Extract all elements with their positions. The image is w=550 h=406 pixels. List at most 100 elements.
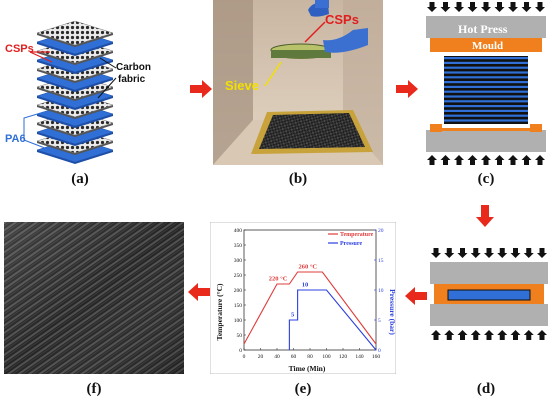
csps-label-a: CSPs: [5, 43, 34, 55]
sieving-photo: [213, 0, 383, 165]
press-up-arrow: [454, 155, 464, 165]
press-down-arrow: [444, 248, 455, 258]
press-up-arrow: [470, 330, 481, 340]
carbon-fabric-label-1: Carbon: [116, 62, 151, 73]
panel-e-chart: Temperature (°C) Pressure (bar) Time (Mi…: [209, 221, 397, 375]
press-down-arrow: [484, 248, 494, 258]
pa6-label: PA6: [5, 133, 26, 145]
compressed-laminate: [447, 289, 531, 301]
arrow-right-icon: [190, 80, 212, 98]
stack-blue-stripe: [444, 100, 528, 103]
x-tick-label: 120: [339, 354, 348, 360]
x-tick-label: 20: [258, 354, 264, 360]
panel-a: CSPs Carbon fabric PA6: [0, 0, 151, 170]
press-down-arrow: [431, 248, 441, 258]
stack-blue-stripe: [444, 114, 528, 117]
temperature-pressure-chart: Temperature (°C) Pressure (bar) Time (Mi…: [209, 221, 397, 375]
y2-tick-label: 15: [378, 258, 384, 264]
panel-label-b: (b): [288, 171, 308, 187]
y-tick-label: 100: [234, 318, 243, 324]
panel-label-e: (e): [294, 381, 312, 397]
mould-top: [430, 38, 542, 52]
press-down-arrow: [537, 248, 547, 258]
x-tick-label: 0: [243, 354, 246, 360]
press-down-arrow: [467, 2, 478, 12]
layer-stack-diagram: [23, 20, 117, 164]
arrow-left-icon: [405, 287, 427, 305]
press-down-arrow: [508, 2, 518, 12]
legend-entry: Temperature: [340, 232, 374, 238]
x-tick-label: 60: [291, 354, 297, 360]
csps-label-b: CSPs: [325, 12, 359, 27]
press-down-arrow: [427, 2, 437, 12]
stack-blue-stripe: [444, 109, 528, 112]
carbon-pointer: [97, 77, 117, 99]
press-up-arrow: [508, 155, 518, 165]
stack-blue-stripe: [444, 57, 528, 60]
press-up-arrow: [427, 155, 437, 165]
hot-press-top-plate: [426, 16, 546, 38]
photo-pointer-lines: [264, 21, 326, 87]
press-up-arrow: [440, 155, 451, 165]
csps-pointer: [29, 51, 53, 63]
chart-y2-axis-label: Pressure (bar): [388, 289, 396, 335]
stack-blue-stripe: [444, 61, 528, 64]
y2-tick-label: 10: [378, 288, 384, 294]
press-up-arrow: [494, 155, 505, 165]
hot-press-diagram: [426, 2, 546, 165]
y2-tick-label: 0: [378, 348, 381, 354]
closed-press-diagram: [430, 248, 548, 340]
arrow-left-icon: [188, 283, 210, 301]
panel-label-c: (c): [477, 171, 495, 187]
y-tick-label: 0: [239, 348, 242, 354]
y-tick-label: 400: [234, 228, 243, 234]
x-tick-label: 100: [322, 354, 331, 360]
stack-blue-stripe: [444, 119, 528, 122]
layer-stack: [444, 56, 528, 124]
hot-press-label: Hot Press: [458, 22, 508, 36]
pa6-pointer: [23, 111, 45, 140]
series-line-temperature: [243, 271, 377, 345]
panel-label-a: (a): [71, 171, 89, 187]
y-tick-label: 50: [237, 333, 243, 339]
press-up-arrow: [481, 155, 491, 165]
x-tick-label: 160: [372, 354, 381, 360]
panel-b-photo: CSPs Sieve: [213, 0, 383, 165]
y2-tick-label: 20: [378, 228, 384, 234]
carbon-pointer: [99, 57, 117, 69]
stack-blue-stripe: [444, 85, 528, 88]
arrow-down-icon: [476, 205, 494, 227]
annotation-260: 260 °C: [298, 263, 317, 270]
stack-blue-stripe: [444, 90, 528, 93]
carbon-fabric-layer: [36, 20, 114, 46]
press-up-arrow: [457, 330, 468, 340]
press-down-arrow: [440, 2, 451, 12]
press-up-arrow: [535, 155, 545, 165]
press-down-arrow: [454, 2, 464, 12]
mould-label: Mould: [472, 40, 504, 52]
press-down-arrow: [523, 248, 534, 258]
panel-d: [428, 246, 550, 346]
x-tick-label: 40: [274, 354, 280, 360]
y-tick-label: 200: [234, 288, 243, 294]
press-down-arrow: [494, 2, 505, 12]
stack-blue-stripe: [444, 105, 528, 108]
panel-f-photo: [4, 222, 184, 374]
press-up-arrow: [523, 330, 534, 340]
series-line-pressure: [288, 289, 377, 351]
x-tick-label: 80: [307, 354, 313, 360]
chart-frame: [209, 221, 397, 375]
hot-press-bottom-plate: [426, 130, 546, 152]
stack-blue-stripe: [444, 76, 528, 79]
annotation-pressure-5: 5: [291, 311, 295, 318]
press-up-arrow: [510, 330, 521, 340]
mould-base: [430, 128, 542, 131]
press-up-arrow: [444, 330, 455, 340]
stack-blue-stripe: [444, 66, 528, 69]
chart-x-axis-label: Time (Min): [289, 364, 326, 373]
y-tick-label: 150: [234, 303, 243, 309]
arrow-right-icon: [396, 80, 418, 98]
y2-tick-label: 5: [378, 318, 381, 324]
sieve-label: Sieve: [225, 78, 259, 93]
press-down-arrow: [535, 2, 545, 12]
